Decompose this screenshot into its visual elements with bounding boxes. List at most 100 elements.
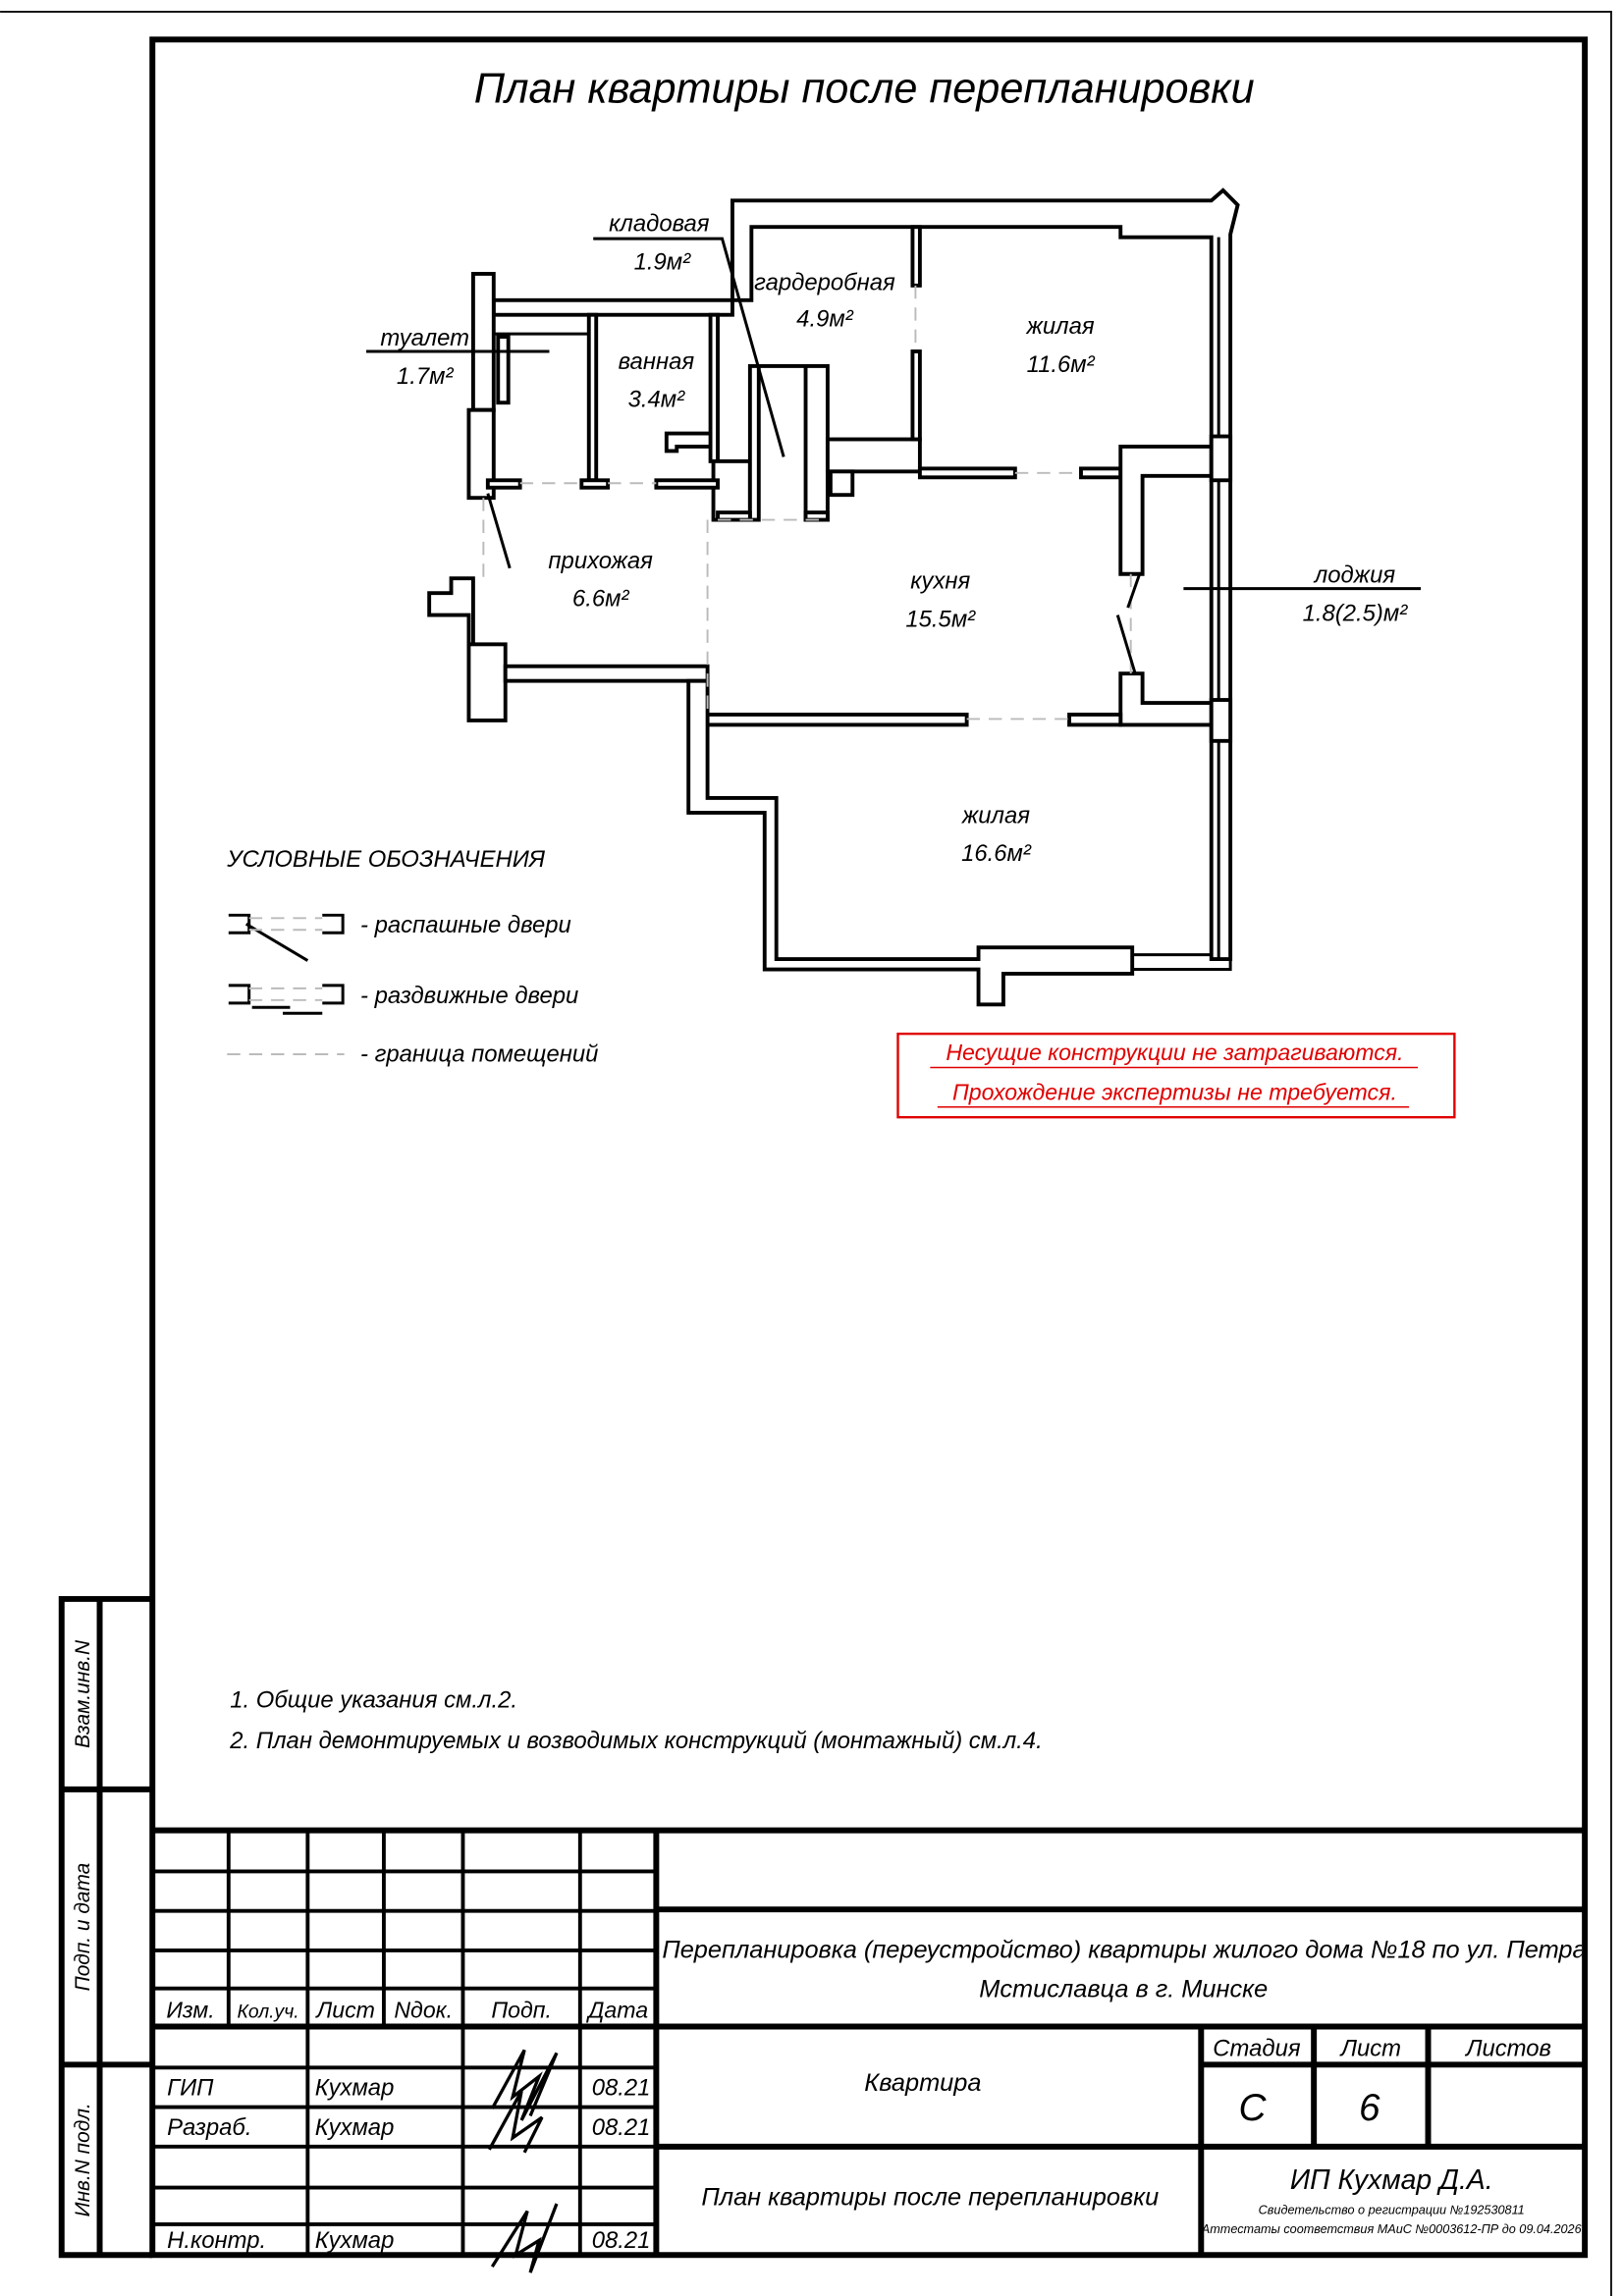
drawing-frame [149, 36, 1589, 2259]
wall [503, 664, 710, 683]
drawing-name: План квартиры после перепланировки [701, 2184, 1159, 2212]
storage-wall [749, 363, 830, 522]
header-count: Кол.уч. [237, 2002, 298, 2023]
room-name: жилая [1026, 313, 1095, 340]
shaft-small [828, 469, 855, 498]
wall [496, 335, 511, 405]
leader-storage [593, 237, 785, 457]
sign-date: 08.21 [592, 2075, 651, 2102]
partition [1079, 466, 1123, 480]
wall [825, 437, 922, 474]
certificate: Свидетельство о регистрации №192530811 [1259, 2203, 1525, 2216]
room-area: 16.6м² [961, 840, 1032, 867]
room-name: лоджия [1313, 562, 1396, 589]
room-name: кладовая [609, 211, 710, 238]
room-area: 1.9м² [634, 248, 692, 275]
side-label-replace-inv: Взам.инв.N [72, 1639, 94, 1748]
room-area: 6.6м² [572, 586, 630, 613]
room-area: 3.4м² [628, 387, 686, 413]
partition [1067, 713, 1123, 727]
loggia-wall-bottom [1118, 671, 1214, 727]
wall [470, 272, 496, 412]
legend-title: УСЛОВНЫЕ ОБОЗНАЧЕНИЯ [226, 846, 546, 873]
header-doc-no: Nдок. [394, 1998, 453, 2023]
partition [917, 466, 1017, 480]
swing-door-leaves [486, 493, 1142, 674]
room-name: туалет [380, 325, 469, 351]
header-signature: Подп. [491, 1998, 552, 2023]
project-title-line-2: Мстиславца в г. Минске [979, 1976, 1268, 2003]
title-block: Изм. Кол.уч. Лист Nдок. Подп. Дата ГИП К… [152, 1827, 1586, 2273]
room-name: ванная [619, 348, 695, 375]
signer-role: ГИП [167, 2075, 214, 2102]
room-area: 4.9м² [796, 306, 854, 333]
signer-role: Разраб. [167, 2114, 251, 2141]
side-stamp: Взам.инв.N Подп. и дата Инв.N подл. [58, 1595, 153, 2259]
stage-label: Стадия [1213, 2035, 1301, 2061]
room-area: 1.8(2.5)м² [1303, 600, 1409, 626]
legend-item-room-boundary: - граница помещений [360, 1041, 598, 1067]
side-label-inv-original: Инв.N подл. [72, 2103, 94, 2216]
entrance-step [427, 576, 475, 647]
room-area: 1.7м² [397, 363, 455, 390]
warning-line-1: Несущие конструкции не затрагиваются. [946, 1040, 1403, 1065]
room-area: 15.5м² [905, 606, 976, 632]
swing-door-symbol [228, 913, 345, 962]
legend-item-swing-door: - распашные двери [360, 912, 571, 938]
sign-date: 08.21 [592, 2114, 651, 2141]
signer-name: Кухмар [315, 2227, 395, 2254]
sign-date: 08.21 [592, 2227, 651, 2254]
note-1: 1. Общие указания см.л.2. [230, 1686, 517, 1713]
pier [1209, 698, 1233, 743]
header-change: Изм. [166, 1998, 214, 2023]
partition [654, 478, 720, 490]
project-title-line-1: Перепланировка (переустройство) квартиры… [662, 1936, 1586, 1963]
note-2: 2. План демонтируемых и возводимых конст… [229, 1728, 1042, 1754]
signer-role: Н.контр. [167, 2227, 266, 2254]
warning-line-2: Прохождение экспертизы не требуется. [952, 1079, 1397, 1104]
sheet-label: Лист [1339, 2035, 1401, 2061]
partition [579, 478, 611, 490]
pier [1209, 434, 1233, 483]
sheets-label: Листов [1464, 2035, 1551, 2061]
legend: УСЛОВНЫЕ ОБОЗНАЧЕНИЯ - распашные двери -… [226, 846, 598, 1067]
attestation: Аттестаты соответствия МАиС №0003612-ПР … [1201, 2222, 1583, 2236]
fixture [664, 431, 713, 454]
sheet-title: План квартиры после перепланировки [474, 65, 1255, 112]
partition [803, 510, 830, 522]
partition [485, 478, 522, 490]
signer-name: Кухмар [315, 2075, 395, 2102]
header-sheet: Лист [314, 1998, 375, 2023]
signature-mark [487, 2049, 559, 2273]
partition [705, 713, 969, 727]
floor-plan [366, 187, 1422, 1007]
partition [586, 312, 599, 483]
company-name: ИП Кухмар Д.А. [1290, 2164, 1493, 2196]
loggia-wall-top [1118, 445, 1214, 576]
warning-note: Несущие конструкции не затрагиваются. Пр… [896, 1032, 1456, 1119]
window-line [1132, 953, 1232, 972]
sheet-value: 6 [1359, 2087, 1380, 2129]
room-name: кухня [910, 568, 970, 595]
partition [910, 349, 922, 442]
header-date: Дата [585, 1998, 648, 2023]
sheet-trim-line [0, 11, 1612, 2296]
partition [716, 510, 752, 522]
exterior-wall-top-right [730, 187, 1240, 962]
legend-item-sliding-door: - раздвижные двери [360, 983, 578, 1009]
object-name: Квартира [864, 2069, 981, 2097]
wall [491, 297, 734, 317]
room-area: 11.6м² [1027, 351, 1096, 378]
room-boundaries [482, 285, 1132, 721]
stage-value: С [1239, 2087, 1268, 2129]
exterior-wall-bottom [686, 678, 1135, 1007]
room-name: прихожая [548, 548, 653, 574]
room-name: гардеробная [754, 269, 895, 295]
signer-name: Кухмар [315, 2114, 395, 2141]
sliding-door-symbol [228, 984, 345, 1015]
wall [466, 642, 508, 722]
room-name: жилая [961, 802, 1030, 828]
partition [910, 225, 922, 288]
